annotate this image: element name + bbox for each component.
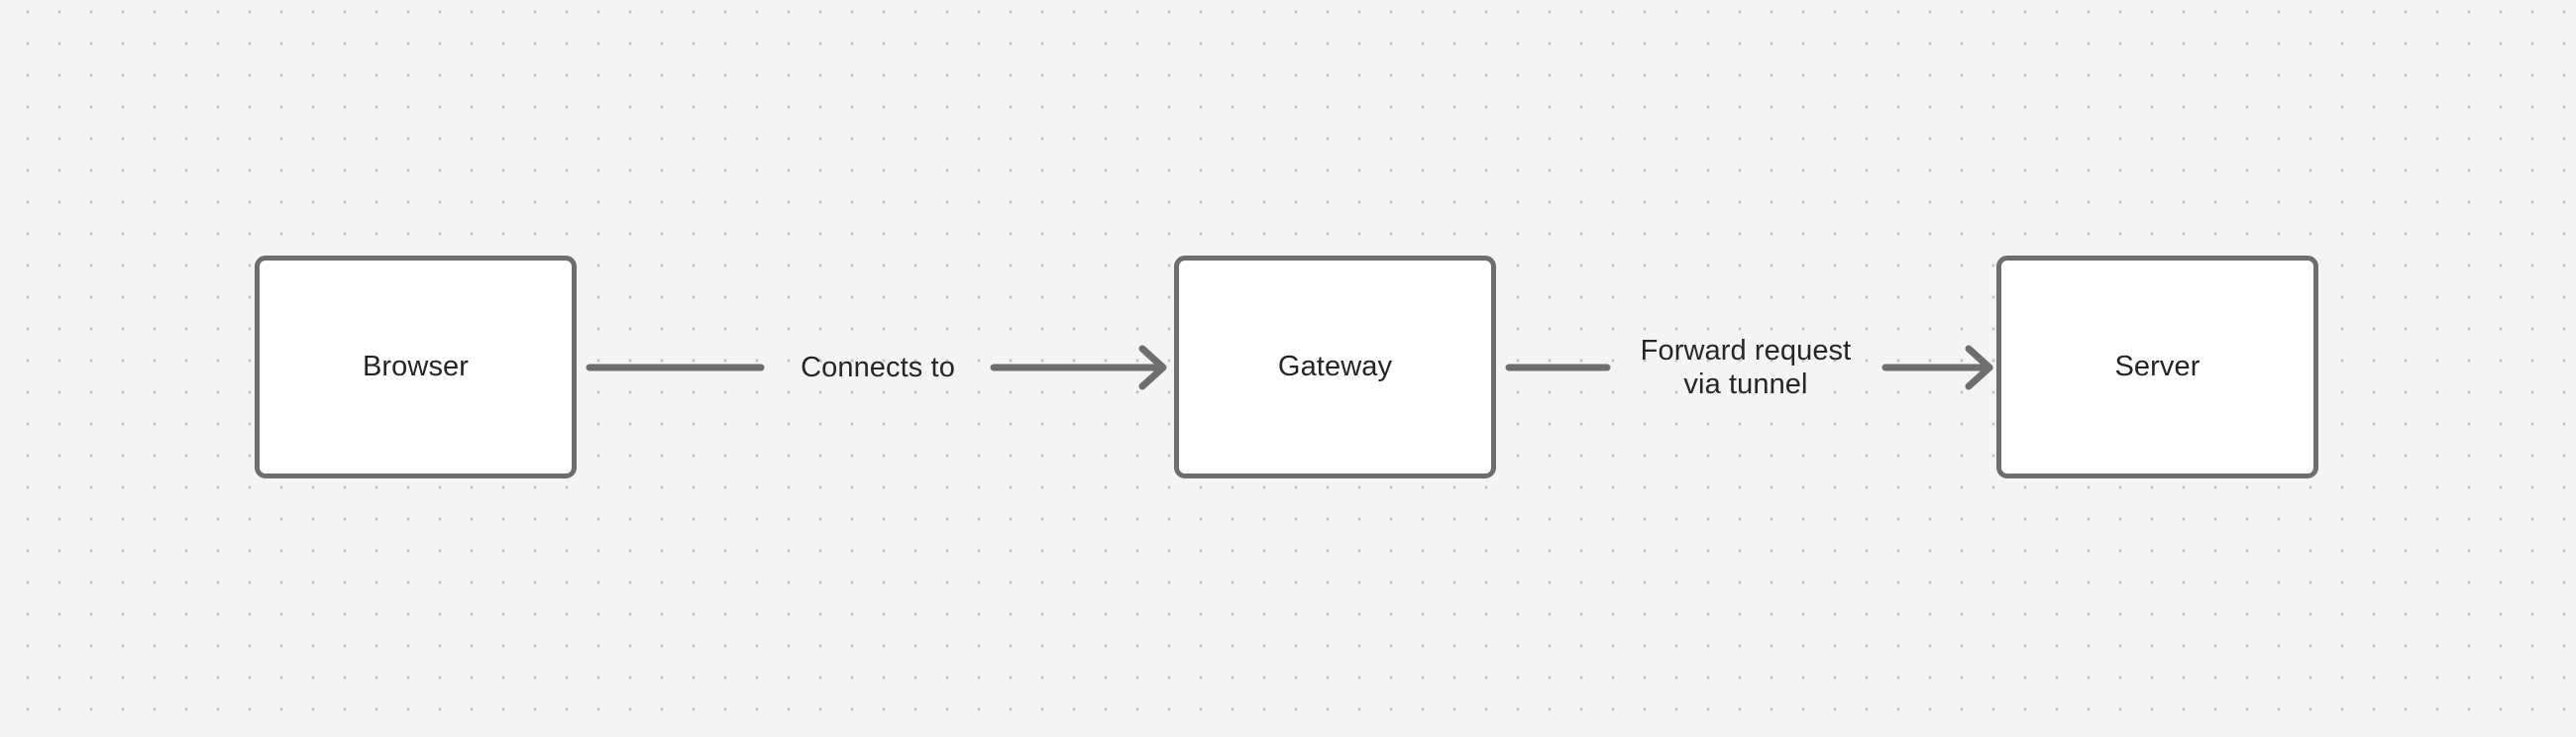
node-label-browser: Browser <box>362 351 470 383</box>
edge-label-gateway-to-server[interactable]: Forward request via tunnel <box>1640 335 1852 400</box>
node-label-server: Server <box>2114 351 2200 383</box>
node-gateway[interactable]: Gateway <box>1174 256 1496 478</box>
node-server[interactable]: Server <box>1996 256 2318 478</box>
arrowhead-icon <box>1138 345 1167 390</box>
edge-label-browser-to-gateway[interactable]: Connects to <box>801 352 955 383</box>
node-label-gateway: Gateway <box>1277 351 1393 383</box>
node-browser[interactable]: Browser <box>255 256 577 478</box>
arrowhead-icon <box>1965 345 1993 390</box>
